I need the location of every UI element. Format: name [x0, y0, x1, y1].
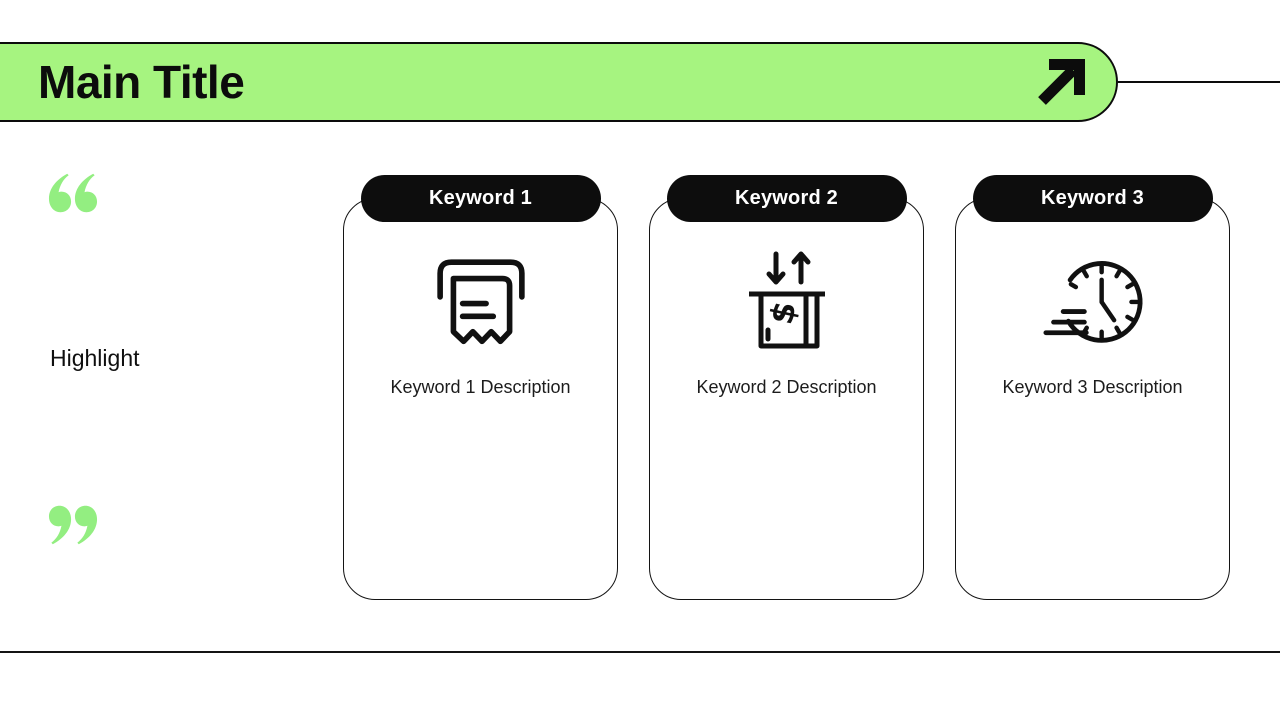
- keyword-3-pill: Keyword 3: [972, 175, 1213, 222]
- keyword-3-label: Keyword 3: [1041, 187, 1144, 209]
- fast-clock-icon: [1042, 251, 1143, 351]
- keyword-3-description: Keyword 3 Description: [1002, 377, 1183, 397]
- arrow-up-right-icon: [1036, 59, 1086, 105]
- cash-deposit-icon: $: [737, 251, 837, 351]
- keyword-1-label: Keyword 1: [429, 187, 532, 209]
- keyword-card-2: Keyword 2 $ Keyword 2 Description: [649, 175, 924, 600]
- keyword-card-1: Keyword 1 Keyword 1 Description: [343, 175, 618, 600]
- keyword-2-pill: Keyword 2: [666, 175, 907, 222]
- title-bar: Main Title: [0, 42, 1118, 122]
- receipt-icon: [431, 251, 531, 351]
- bottom-divider-line: [0, 651, 1280, 653]
- keyword-1-description: Keyword 1 Description: [390, 377, 571, 397]
- keyword-card-3: Keyword 3: [955, 175, 1230, 600]
- keyword-2-label: Keyword 2: [735, 187, 838, 209]
- svg-text:$: $: [762, 298, 804, 328]
- close-quote-icon: [48, 505, 98, 545]
- keyword-1-pill: Keyword 1: [360, 175, 601, 222]
- open-quote-icon: [48, 173, 98, 213]
- page-title: Main Title: [38, 56, 245, 108]
- keyword-2-description: Keyword 2 Description: [696, 377, 877, 397]
- highlight-label: Highlight: [50, 345, 140, 371]
- header-rule-line: [1118, 81, 1280, 83]
